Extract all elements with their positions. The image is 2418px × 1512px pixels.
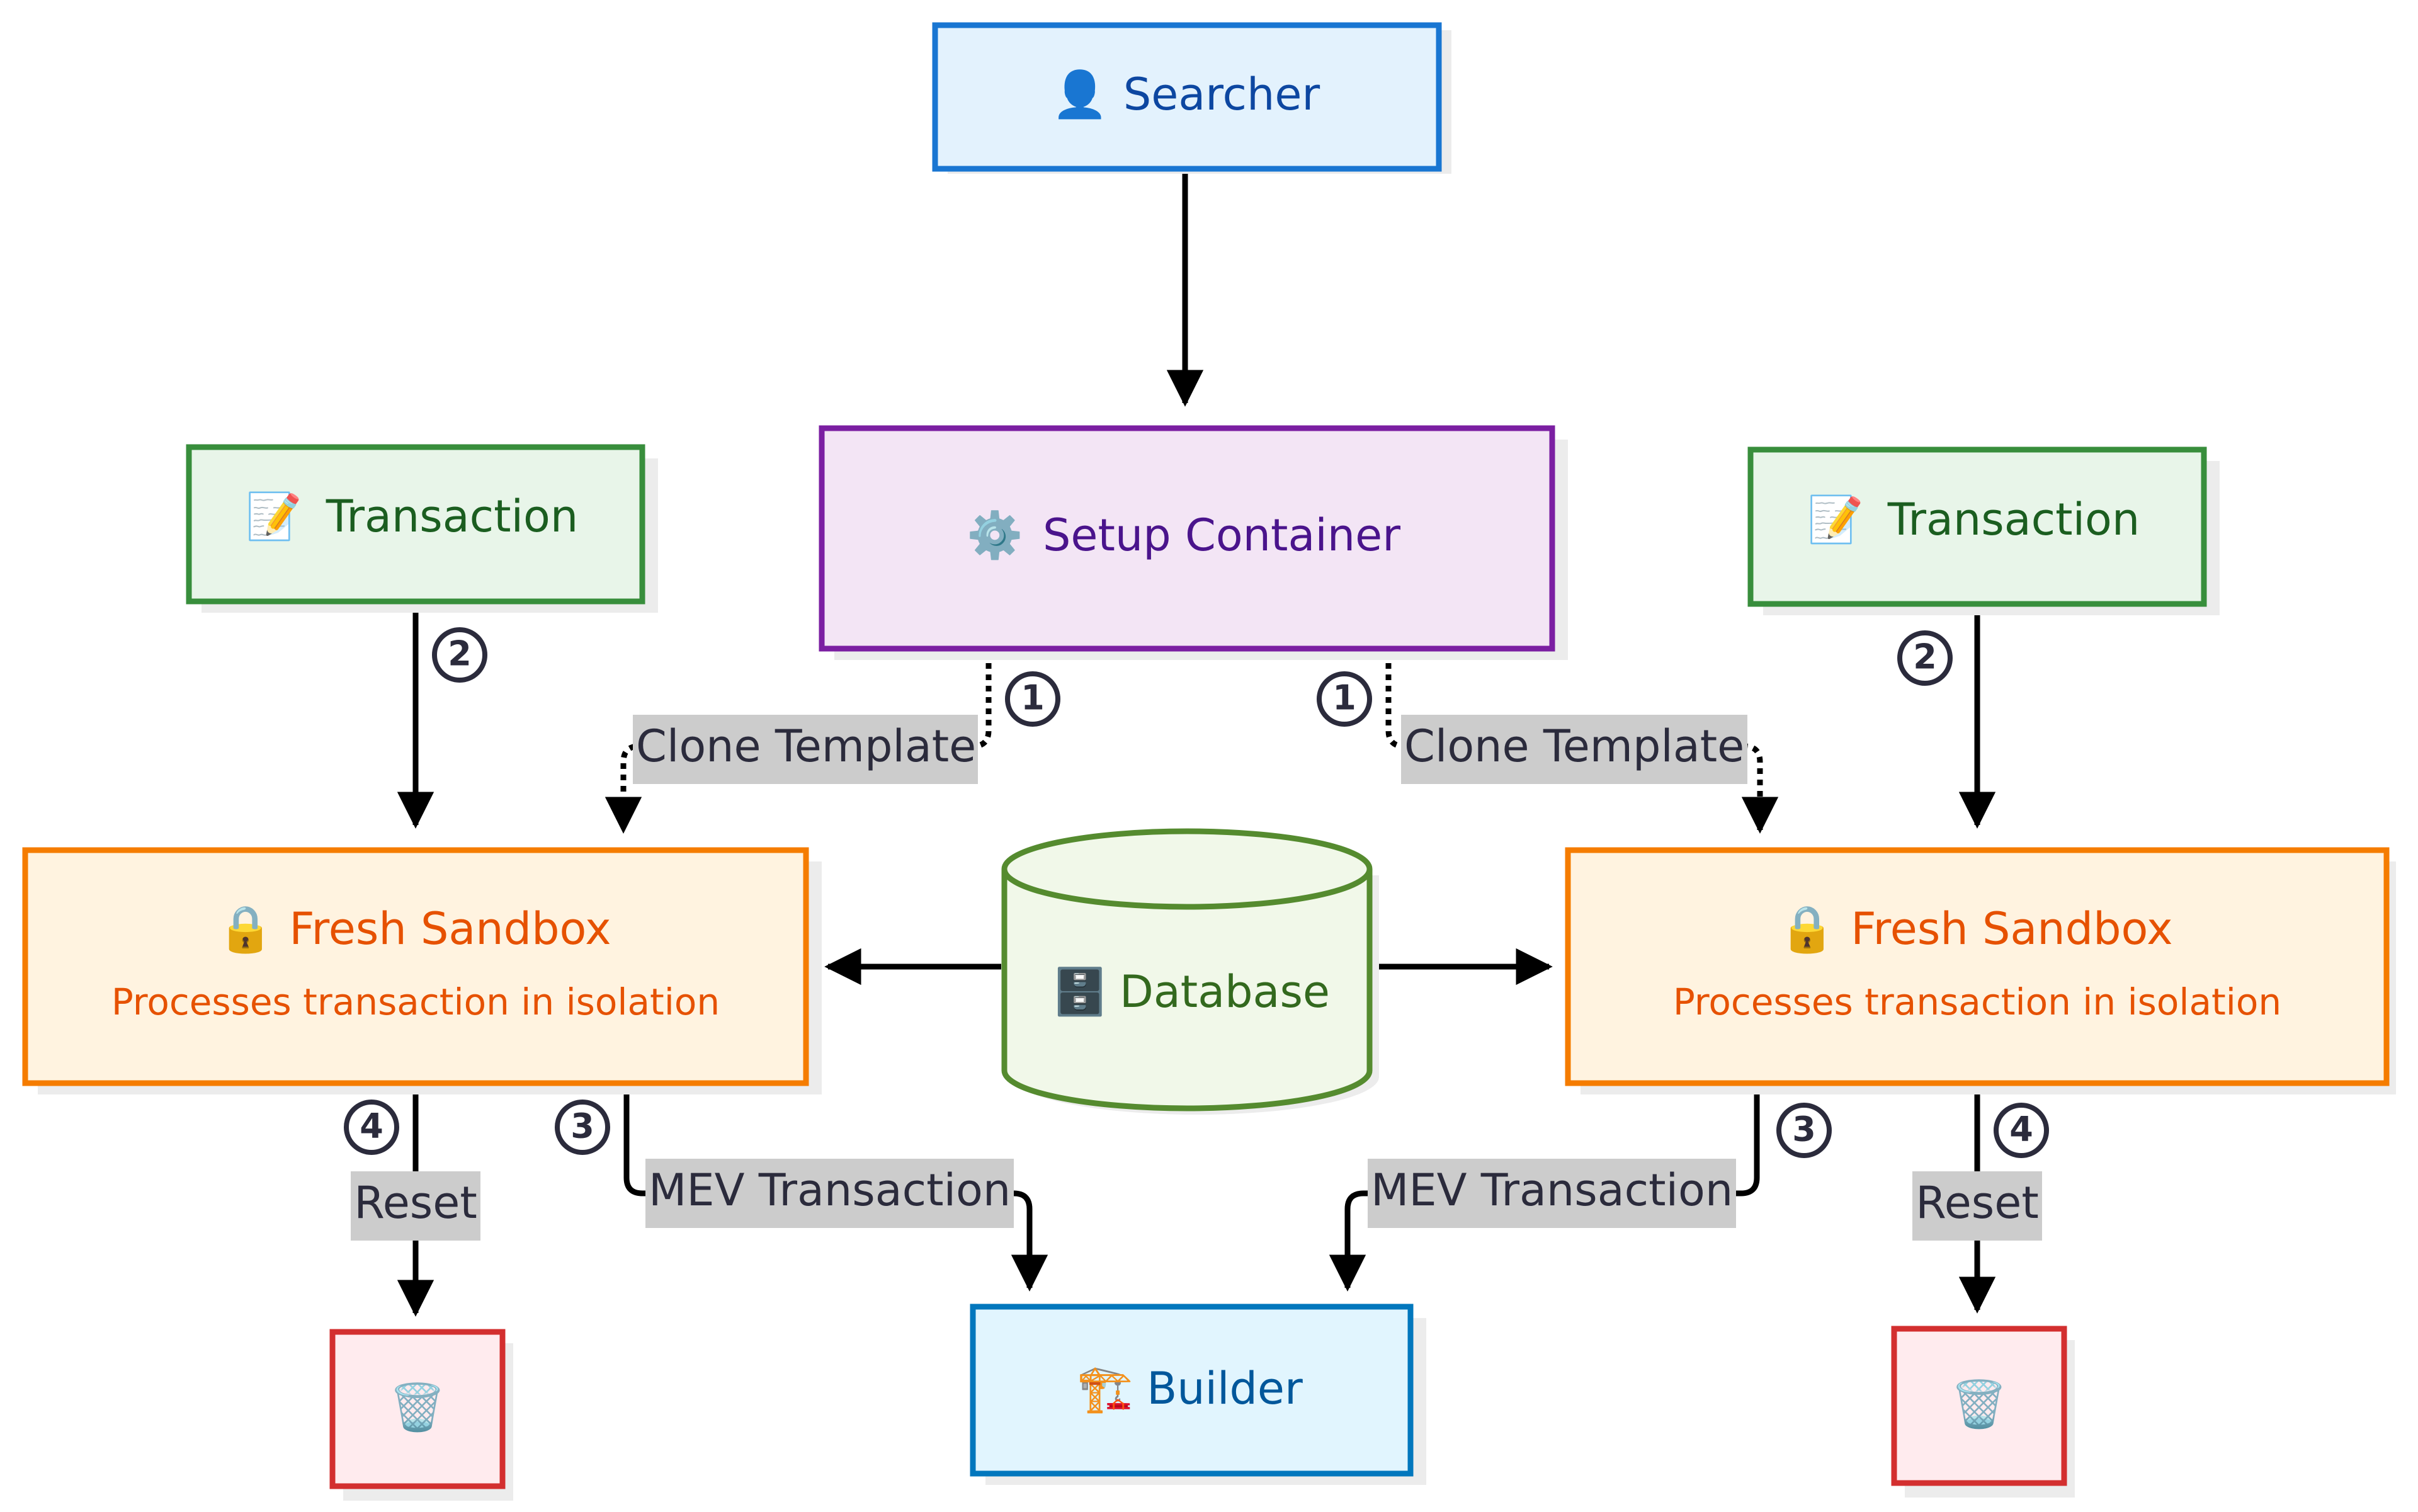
trash-icon: 🗑️ [1951, 1378, 2007, 1431]
node-trash-right: 🗑️ [1891, 1326, 2075, 1498]
node-sandbox-left: 🔒 Fresh Sandbox Processes transaction in… [22, 847, 822, 1094]
node-sandbox-left-sublabel: Processes transaction in isolation [111, 981, 720, 1023]
node-sandbox-right-label: Fresh Sandbox [1851, 903, 2172, 955]
svg-text:2: 2 [448, 634, 472, 674]
step-badge-mev-right: 3 [1776, 1103, 1832, 1158]
lock-icon: 🔒 [1779, 902, 1836, 955]
node-transaction-right: 📝 Transaction [1747, 446, 2220, 615]
gear-icon: ⚙️ [967, 509, 1023, 562]
node-setup-container: ⚙️ Setup Container [819, 425, 1568, 660]
node-database: 🗄️ Database [1001, 828, 1379, 1115]
step-badge-clone-left: 1 [1005, 671, 1060, 727]
svg-text:2: 2 [1913, 637, 1937, 677]
svg-text:1: 1 [1021, 678, 1045, 718]
svg-text:1: 1 [1332, 678, 1356, 718]
step-badge-mev-left: 3 [555, 1100, 610, 1155]
svg-text:Reset: Reset [354, 1177, 477, 1229]
svg-text:MEV Transaction: MEV Transaction [1371, 1164, 1733, 1216]
node-transaction-left-label: Transaction [326, 491, 578, 542]
trash-icon: 🗑️ [389, 1381, 446, 1434]
node-sandbox-right-sublabel: Processes transaction in isolation [1673, 981, 2281, 1023]
svg-text:Clone Template: Clone Template [1404, 720, 1744, 772]
construction-crane-icon: 🏗️ [1077, 1362, 1133, 1415]
edge-label-reset-left: Reset [351, 1171, 480, 1241]
node-transaction-right-label: Transaction [1887, 494, 2140, 545]
svg-text:Reset: Reset [1916, 1177, 2039, 1229]
lock-icon: 🔒 [217, 902, 274, 955]
step-badge-tx-left: 2 [432, 627, 487, 683]
node-sandbox-left-label: Fresh Sandbox [289, 903, 611, 955]
node-database-label: Database [1120, 966, 1330, 1018]
memo-icon: 📝 [1807, 493, 1864, 546]
svg-text:MEV Transaction: MEV Transaction [649, 1164, 1011, 1216]
edge-label-clone-left: Clone Template [633, 715, 978, 784]
svg-text:4: 4 [2009, 1110, 2033, 1149]
step-badge-tx-right: 2 [1897, 630, 1953, 686]
svg-text:4: 4 [360, 1106, 383, 1146]
edge-clone-left [604, 652, 992, 834]
edge-label-clone-right: Clone Template [1401, 715, 1747, 784]
step-badge-reset-left: 4 [344, 1100, 399, 1155]
node-searcher: 👤 Searcher [932, 22, 1451, 174]
step-badge-clone-right: 1 [1317, 671, 1372, 727]
node-sandbox-right: 🔒 Fresh Sandbox Processes transaction in… [1565, 847, 2396, 1094]
svg-text:3: 3 [570, 1106, 594, 1146]
node-builder-label: Builder [1147, 1363, 1303, 1414]
svg-text:3: 3 [1792, 1110, 1816, 1149]
node-trash-left: 🗑️ [329, 1329, 513, 1501]
node-transaction-left: 📝 Transaction [186, 444, 658, 613]
node-searcher-label: Searcher [1123, 69, 1320, 120]
edge-label-mev-left: MEV Transaction [645, 1159, 1014, 1228]
memo-icon: 📝 [246, 490, 302, 543]
step-badge-reset-right: 4 [1994, 1103, 2049, 1158]
person-icon: 👤 [1052, 68, 1108, 121]
edge-label-mev-right: MEV Transaction [1368, 1159, 1736, 1228]
svg-text:Clone Template: Clone Template [636, 720, 976, 772]
node-builder: 🏗️ Builder [970, 1304, 1426, 1485]
file-cabinet-icon: 🗄️ [1052, 965, 1108, 1018]
node-setup-label: Setup Container [1043, 509, 1400, 561]
edge-label-reset-right: Reset [1912, 1171, 2042, 1241]
